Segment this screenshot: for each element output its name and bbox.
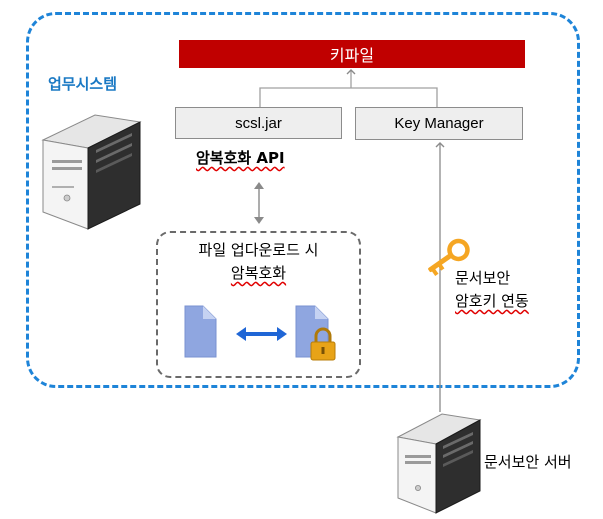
key-manager-box: Key Manager	[355, 107, 523, 140]
transfer-caption-line2-text: 암복호화	[230, 264, 287, 282]
lock-icon	[310, 327, 336, 361]
business-server-icon	[41, 114, 142, 230]
doc-server-label: 문서보안 서버	[484, 453, 572, 471]
api-label-text: 암복호화 API	[196, 149, 285, 167]
api-label: 암복호화 API	[196, 147, 285, 168]
keyfile-bar: 키파일	[179, 40, 525, 68]
scsl-jar-box: scsl.jar	[175, 107, 342, 139]
doc-server-icon	[396, 413, 482, 514]
scsl-jar-label: scsl.jar	[235, 114, 282, 132]
business-system-region	[26, 12, 580, 388]
keyfile-label: 키파일	[329, 46, 375, 65]
file-transfer-box	[156, 231, 361, 378]
region-title: 업무시스템	[48, 75, 118, 93]
transfer-caption-line2: 암복호화	[160, 262, 357, 283]
key-icon	[428, 238, 470, 277]
key-link-line2: 암호키 연동	[455, 290, 529, 311]
key-link-line2-text: 암호키 연동	[455, 292, 529, 310]
transfer-arrow	[236, 327, 287, 341]
key-link-line1: 문서보안	[455, 269, 511, 287]
document-icon	[184, 305, 217, 358]
key-manager-label: Key Manager	[394, 115, 484, 132]
api-link-arrow	[254, 182, 264, 224]
transfer-caption-line1: 파일 업다운로드 시	[198, 241, 319, 259]
keyfile-connector	[259, 69, 438, 107]
